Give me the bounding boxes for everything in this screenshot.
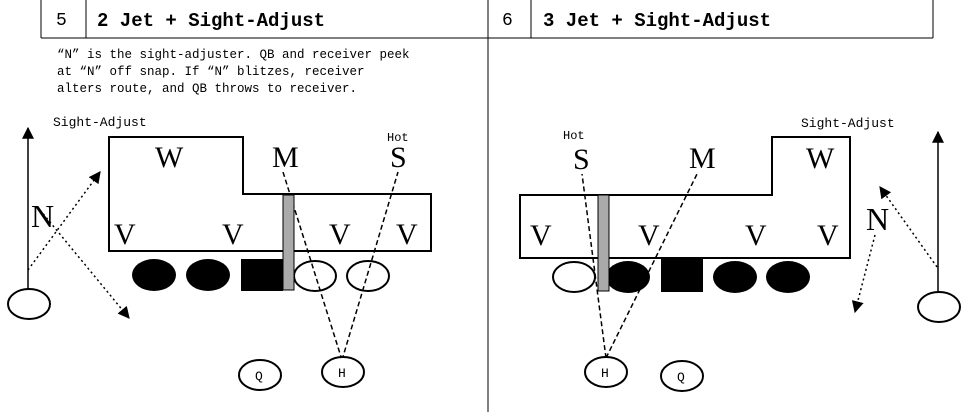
play-6-gap-bar — [597, 194, 610, 292]
play-6-defense-box — [519, 136, 851, 259]
play-5-lineman-2 — [186, 259, 230, 291]
play-5-gap-bar — [282, 194, 295, 291]
play-6-lineman-5 — [766, 261, 810, 293]
play-6-lineman-1 — [552, 261, 596, 293]
play-5-number: 5 — [56, 11, 67, 31]
play-5-h-read-s — [341, 171, 399, 361]
play-5-note-line-3: alters route, and QB throws to receiver. — [57, 82, 357, 96]
play-5-hot-label: Hot — [387, 131, 409, 145]
play-5-adjust-route-up — [27, 171, 101, 271]
play-6-defender-v4: V — [817, 219, 839, 252]
play-5-defender-v4: V — [396, 218, 418, 251]
play-5-defender-v3: V — [329, 218, 351, 251]
play-6-defender-w: W — [806, 142, 835, 175]
play-5-sight-adjust-label: Sight-Adjust — [53, 115, 147, 130]
play-5-diagram: “N” is the sight-adjuster. QB and receiv… — [7, 48, 432, 391]
play-6-defender-v2: V — [638, 219, 660, 252]
play-5-h-back — [321, 356, 365, 388]
play-6-blitz-route — [851, 234, 876, 314]
play-5-h-back-label: H — [338, 366, 346, 381]
play-5-defender-v1: V — [114, 218, 136, 251]
play-6-defender-v1: V — [530, 219, 552, 252]
play-6-defender-m: M — [689, 142, 716, 175]
header-row: 5 2 Jet + Sight-Adjust 6 3 Jet + Sight-A… — [40, 0, 934, 412]
play-6-receiver — [917, 291, 961, 323]
play-5-defender-w: W — [155, 141, 184, 174]
play-5-defender-n: N — [31, 198, 54, 234]
play-6-sight-adjust-label: Sight-Adjust — [801, 116, 895, 131]
play-5-qb — [238, 359, 282, 391]
play-6-defender-s: S — [573, 143, 590, 176]
play-6-h-back-label: H — [601, 366, 609, 381]
play-5-receiver — [7, 288, 51, 320]
play-5-note-line-1: “N” is the sight-adjuster. QB and receiv… — [57, 48, 410, 62]
play-5-defense-box — [108, 136, 432, 252]
play-6-h-read-m — [605, 171, 699, 359]
play-6-number: 6 — [502, 11, 513, 31]
play-6-qb — [660, 360, 704, 392]
play-6-h-back — [584, 356, 628, 388]
play-5-defender-s: S — [390, 141, 407, 174]
play-5-blitz-route — [39, 209, 130, 319]
play-5-defender-v2: V — [222, 218, 244, 251]
play-6-adjust-route-up — [879, 186, 938, 268]
play-6-center — [661, 259, 703, 292]
play-5-note-line-2: at “N” off snap. If “N” blitzes, receive… — [57, 65, 365, 79]
play-6-h-read-s — [581, 173, 607, 359]
play-5-qb-label: Q — [255, 369, 263, 384]
play-6-lineman-4 — [713, 261, 757, 293]
play-5-lineman-1 — [132, 259, 176, 291]
play-5-lineman-5 — [346, 260, 390, 292]
play-5-defender-m: M — [272, 141, 299, 174]
play-6-diagram: Hot Sight-Adjust S M W V V V V N H Q — [519, 116, 961, 392]
play-6-defender-v3: V — [745, 219, 767, 252]
play-6-hot-label: Hot — [563, 129, 585, 143]
play-5-center — [241, 259, 283, 291]
play-6-title: 3 Jet + Sight-Adjust — [543, 10, 771, 32]
play-6-lineman-2 — [606, 261, 650, 293]
play-5-title: 2 Jet + Sight-Adjust — [97, 10, 325, 32]
play-6-defender-n: N — [866, 201, 889, 237]
play-6-qb-label: Q — [677, 370, 685, 385]
